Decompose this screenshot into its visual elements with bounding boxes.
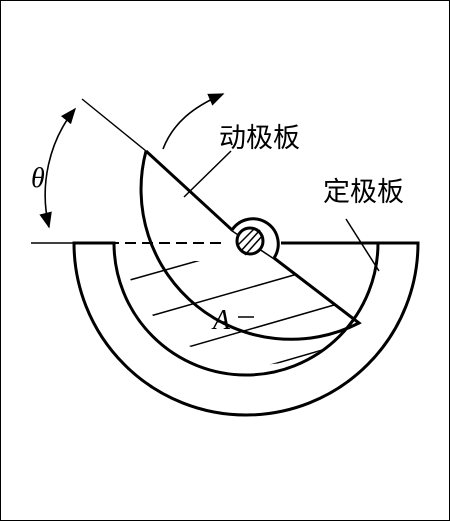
- theta-arc: [39, 107, 77, 229]
- rotation-arrow: [162, 93, 225, 150]
- moving-plate-label: 动极板: [219, 123, 300, 154]
- moving-plate: [81, 98, 362, 341]
- fixed-plate-leader: [345, 218, 380, 272]
- pivot-shaft: [230, 217, 280, 259]
- overlap-hatching: [124, 261, 359, 365]
- fixed-plate: [72, 241, 420, 417]
- theta-label: θ: [31, 163, 45, 194]
- area-label: A: [211, 305, 231, 336]
- moving-plate-leader: [183, 150, 232, 198]
- theta-reference-line: [81, 98, 147, 152]
- fixed-plate-label: 定极板: [323, 177, 404, 208]
